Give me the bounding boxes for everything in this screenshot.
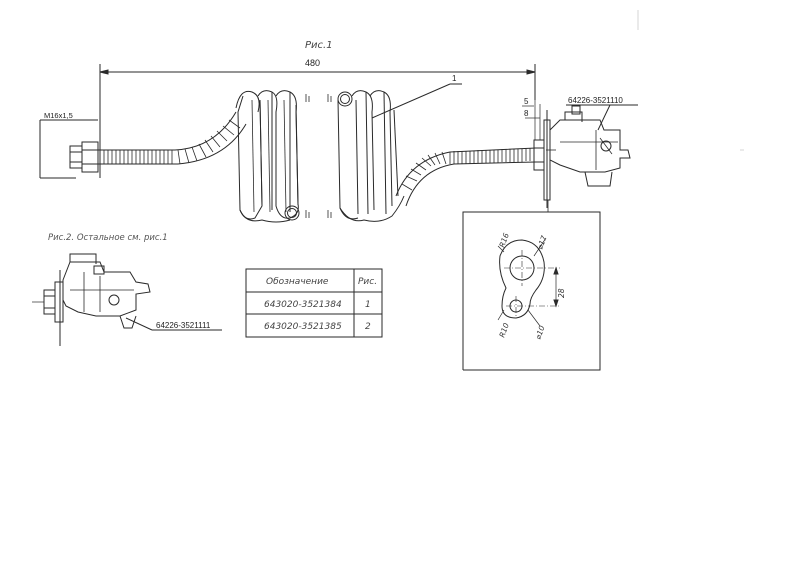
coil-group-left [235,90,300,223]
table-row-1-fig: 1 [365,300,371,310]
break-lines [305,94,332,218]
figure1-caption: Рис.1 [305,40,333,51]
dim-8-label: 8 [524,109,529,118]
table-row-1-designation: 643020-3521384 [264,300,342,310]
flange-dimensions: 5 8 [522,97,541,140]
detail-r16-label: R16 [497,232,511,249]
left-corrugated-hose [98,111,247,165]
detail-d17-label: ⌀17 [535,234,548,251]
detail-d10-label: ⌀10 [533,324,546,341]
part-number-fig1-label: 64226-3521110 [568,96,623,105]
overall-length-label: 480 [305,58,320,68]
detail-dim28-label: 28 [557,288,566,298]
right-fitting-valve [533,105,631,208]
figure2-caption: Рис.2. Остальное см. рис.1 [48,233,168,243]
part-number-fig2-label: 64226-3521111 [156,321,211,330]
table-header-designation: Обозначение [266,277,329,287]
table-row-2-fig: 2 [365,322,371,332]
left-fitting [69,141,99,173]
leader-1: 1 [371,74,462,119]
leader-1-label: 1 [452,74,457,83]
thread-label: M16x1,5 [44,111,73,120]
coil-group-right [337,90,405,222]
figure2-valve: 64226-3521111 [32,253,222,346]
right-corrugated-hose [395,147,537,207]
sheet-corner-marks [637,10,744,151]
designation-table: Обозначение Рис. 643020-3521384 1 643020… [245,268,383,338]
detail-r10-label: R10 [497,322,511,339]
table-row-2-designation: 643020-3521385 [264,322,342,332]
detail-view: R16 ⌀17 28 R10 ⌀10 [462,200,601,371]
thread-dimension: M16x1,5 [39,111,98,179]
table-header-fig: Рис. [358,277,377,287]
dim-5-label: 5 [524,97,529,106]
part-number-fig1: 64226-3521110 [566,96,638,131]
